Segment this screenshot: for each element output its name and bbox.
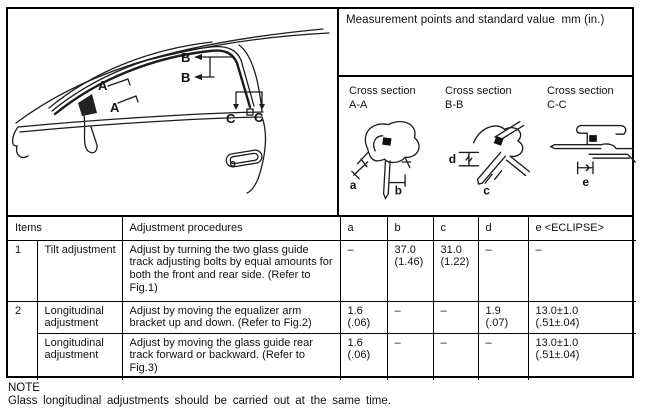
header-col-d: d — [477, 216, 529, 241]
belt-line-lower — [19, 116, 262, 133]
pillar-foot — [83, 114, 98, 154]
row3-procedure: Adjust by moving the glass guide rear tr… — [121, 332, 341, 381]
row2-value-e: 13.0±1.0 (.51±.04) — [527, 300, 637, 334]
pillar-wedge — [78, 94, 97, 116]
row2-value-b: – — [386, 300, 434, 334]
row2-value-a: 1.6 (.06) — [339, 300, 388, 334]
adjustment-table: Items Adjustment procedures a b c d e <E… — [7, 216, 637, 381]
row1-value-d: – — [477, 239, 529, 302]
row3-value-b: – — [386, 332, 434, 381]
table-row-longitudinal-1: 2 Longitudinal adjustment Adjust by movi… — [7, 300, 637, 381]
car-label-c2: C — [254, 110, 264, 125]
header-col-c: c — [432, 216, 479, 241]
table-row-longitudinal-2: Longitudinal adjustment Adjust by moving… — [8, 332, 637, 381]
dim-label-a: a — [350, 179, 357, 192]
cross-section-bb-label: Cross section B-B — [445, 85, 512, 112]
row1-value-a: – — [339, 239, 388, 302]
door-handle — [225, 149, 263, 168]
row3-value-d: – — [477, 332, 529, 381]
note-text: Glass longitudinal adjustments should be… — [8, 395, 391, 407]
row1-number: 1 — [7, 239, 38, 302]
cross-section-bb: Cross section B-B — [435, 84, 537, 215]
row2-value-c: – — [432, 300, 479, 334]
section-bracket-c — [235, 91, 263, 106]
row3-value-a: 1.6 (.06) — [339, 332, 388, 381]
car-label-b1: B — [181, 50, 190, 65]
row1-value-c: 31.0 (1.22) — [432, 239, 479, 302]
cross-section-cc-label: Cross section C-C — [547, 85, 614, 112]
measurement-panel: Measurement points and standard value mm… — [339, 9, 636, 215]
header-procedures: Adjustment procedures — [121, 216, 341, 241]
row3-value-e: 13.0±1.0 (.51±.04) — [527, 332, 637, 381]
arrowheads-c — [233, 104, 265, 110]
row2-item: Longitudinal adjustment — [36, 300, 123, 334]
row1-value-e: – — [527, 239, 637, 302]
table-row-tilt: 1 Tilt adjustment Adjust by turning the … — [7, 239, 637, 302]
cross-sections-row: Cross section A-A — [339, 77, 636, 215]
row1-value-b: 37.0 (1.46) — [386, 239, 434, 302]
pillar-section-square — [246, 108, 254, 116]
cross-section-bb-drawing: d c — [449, 120, 531, 197]
row1-item: Tilt adjustment — [36, 239, 123, 302]
door-rear-edge — [246, 116, 267, 194]
row2-procedure: Adjust by moving the equalizer arm brack… — [121, 300, 341, 334]
car-label-a2: A — [110, 100, 120, 115]
cross-section-aa: Cross section A-A — [339, 84, 435, 215]
car-label-b2: B — [181, 70, 190, 85]
car-diagram-panel: A A B B C C — [8, 9, 339, 215]
note-block: NOTE Glass longitudinal adjustments shou… — [8, 382, 391, 408]
section-mark-a2 — [117, 95, 139, 104]
measurement-panel-title: Measurement points and standard value mm… — [339, 9, 632, 77]
dim-label-b: b — [395, 184, 402, 197]
header-col-b: b — [386, 216, 434, 241]
section-mark-a1 — [107, 78, 131, 87]
row1-procedure: Adjust by turning the two glass guide tr… — [121, 239, 341, 302]
header-items: Items — [7, 216, 123, 241]
figure-top-row: A A B B C C Measurement points and stand… — [8, 9, 636, 217]
sash-outer — [51, 45, 255, 112]
table-header-row: Items Adjustment procedures a b c d e <E… — [7, 216, 637, 241]
front-edge — [11, 126, 29, 159]
row3-value-c: – — [432, 332, 479, 381]
arrowheads-b — [194, 54, 202, 80]
belt-line-upper — [17, 111, 264, 128]
cross-section-cc: Cross section C-C — [537, 84, 639, 215]
dim-label-d: d — [449, 152, 456, 166]
note-title: NOTE — [8, 382, 40, 394]
row2-value-d: 1.9 (.07) — [477, 300, 529, 334]
header-col-a: a — [339, 216, 388, 241]
dim-label-c: c — [483, 183, 490, 197]
car-label-c1: C — [226, 111, 236, 126]
section-bracket-b — [197, 56, 233, 78]
cross-section-cc-drawing: e — [549, 124, 636, 189]
cross-section-aa-label: Cross section A-A — [349, 85, 416, 112]
car-window-diagram: A A B B C C — [11, 28, 330, 194]
row3-item: Longitudinal adjustment — [36, 332, 123, 381]
car-label-a1: A — [98, 78, 108, 93]
sash-top-line — [48, 41, 213, 109]
dim-label-e: e — [582, 175, 589, 189]
cross-section-aa-drawing: a b — [350, 120, 420, 200]
rear-pillar-outer — [238, 44, 263, 112]
figure-frame: A A B B C C Measurement points and stand… — [6, 7, 637, 381]
sash-moulding — [53, 49, 252, 116]
row2-number: 2 — [7, 300, 38, 381]
header-col-e: e <ECLIPSE> — [527, 216, 637, 241]
